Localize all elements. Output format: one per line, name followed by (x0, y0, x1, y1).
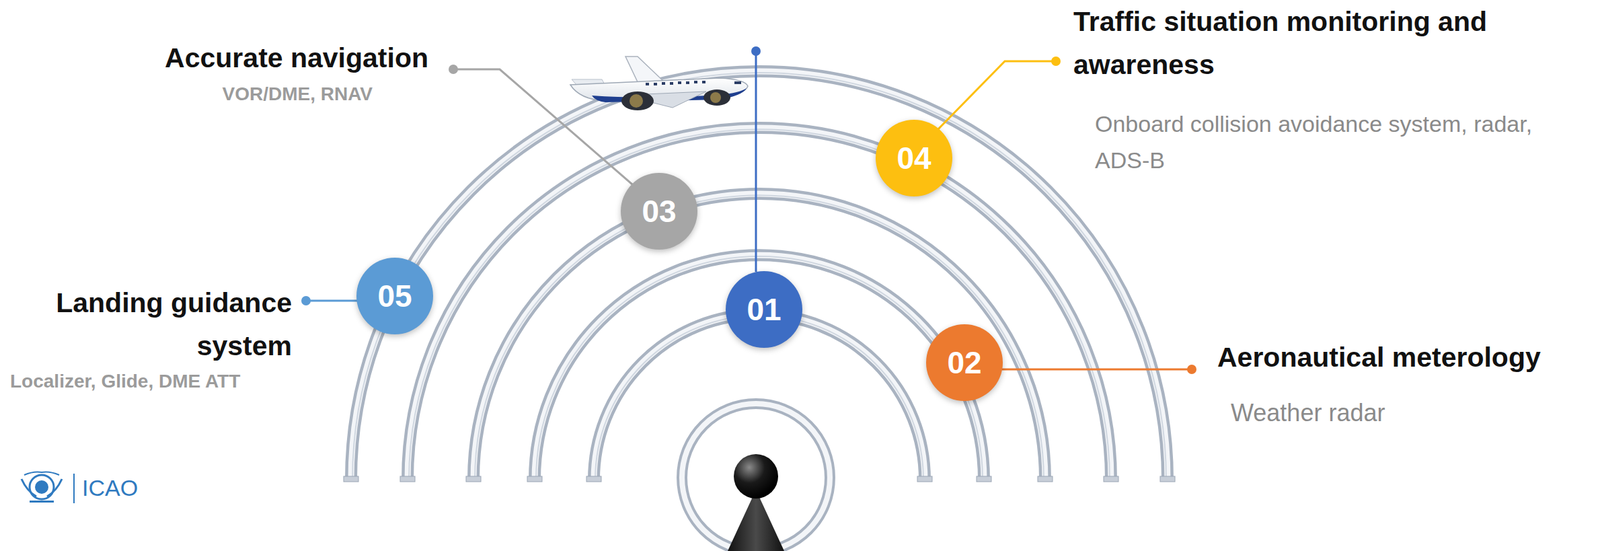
callout-number: 05 (377, 277, 412, 315)
callout-heading: Accurate navigation (78, 36, 429, 80)
logo-text: ICAO (82, 473, 217, 502)
callout-detail: Onboard collision avoidance system, rada… (1094, 105, 1559, 179)
callout-heading: Aeronautical meterology (1217, 335, 1594, 379)
callout-heading: Traffic situation monitoring and awarene… (1073, 0, 1558, 87)
callout-number: 04 (896, 139, 931, 177)
callout-circle: 03 (620, 172, 698, 250)
callout-number: 03 (641, 193, 676, 230)
antenna-symbol (727, 453, 785, 551)
callout-heading: Landing guidance system (20, 281, 292, 368)
callout-detail: Localizer, Glide, DME ATT (10, 369, 307, 394)
icao-emblem (21, 472, 74, 504)
airplane-illustration (570, 56, 748, 111)
callout-detail: VOR/DME, RNAV (103, 82, 373, 107)
callout-number: 01 (746, 291, 781, 328)
callout-detail: Weather radar (1230, 394, 1568, 432)
signal-arcs (343, 71, 1175, 551)
callout-circle: 04 (875, 119, 953, 197)
callout-circle: 05 (356, 257, 434, 335)
leader-dots (301, 46, 1197, 374)
callout-circle: 01 (725, 271, 803, 348)
callout-number: 02 (946, 344, 982, 381)
leader-lines (306, 51, 1192, 370)
callout-circle: 02 (926, 324, 1003, 401)
